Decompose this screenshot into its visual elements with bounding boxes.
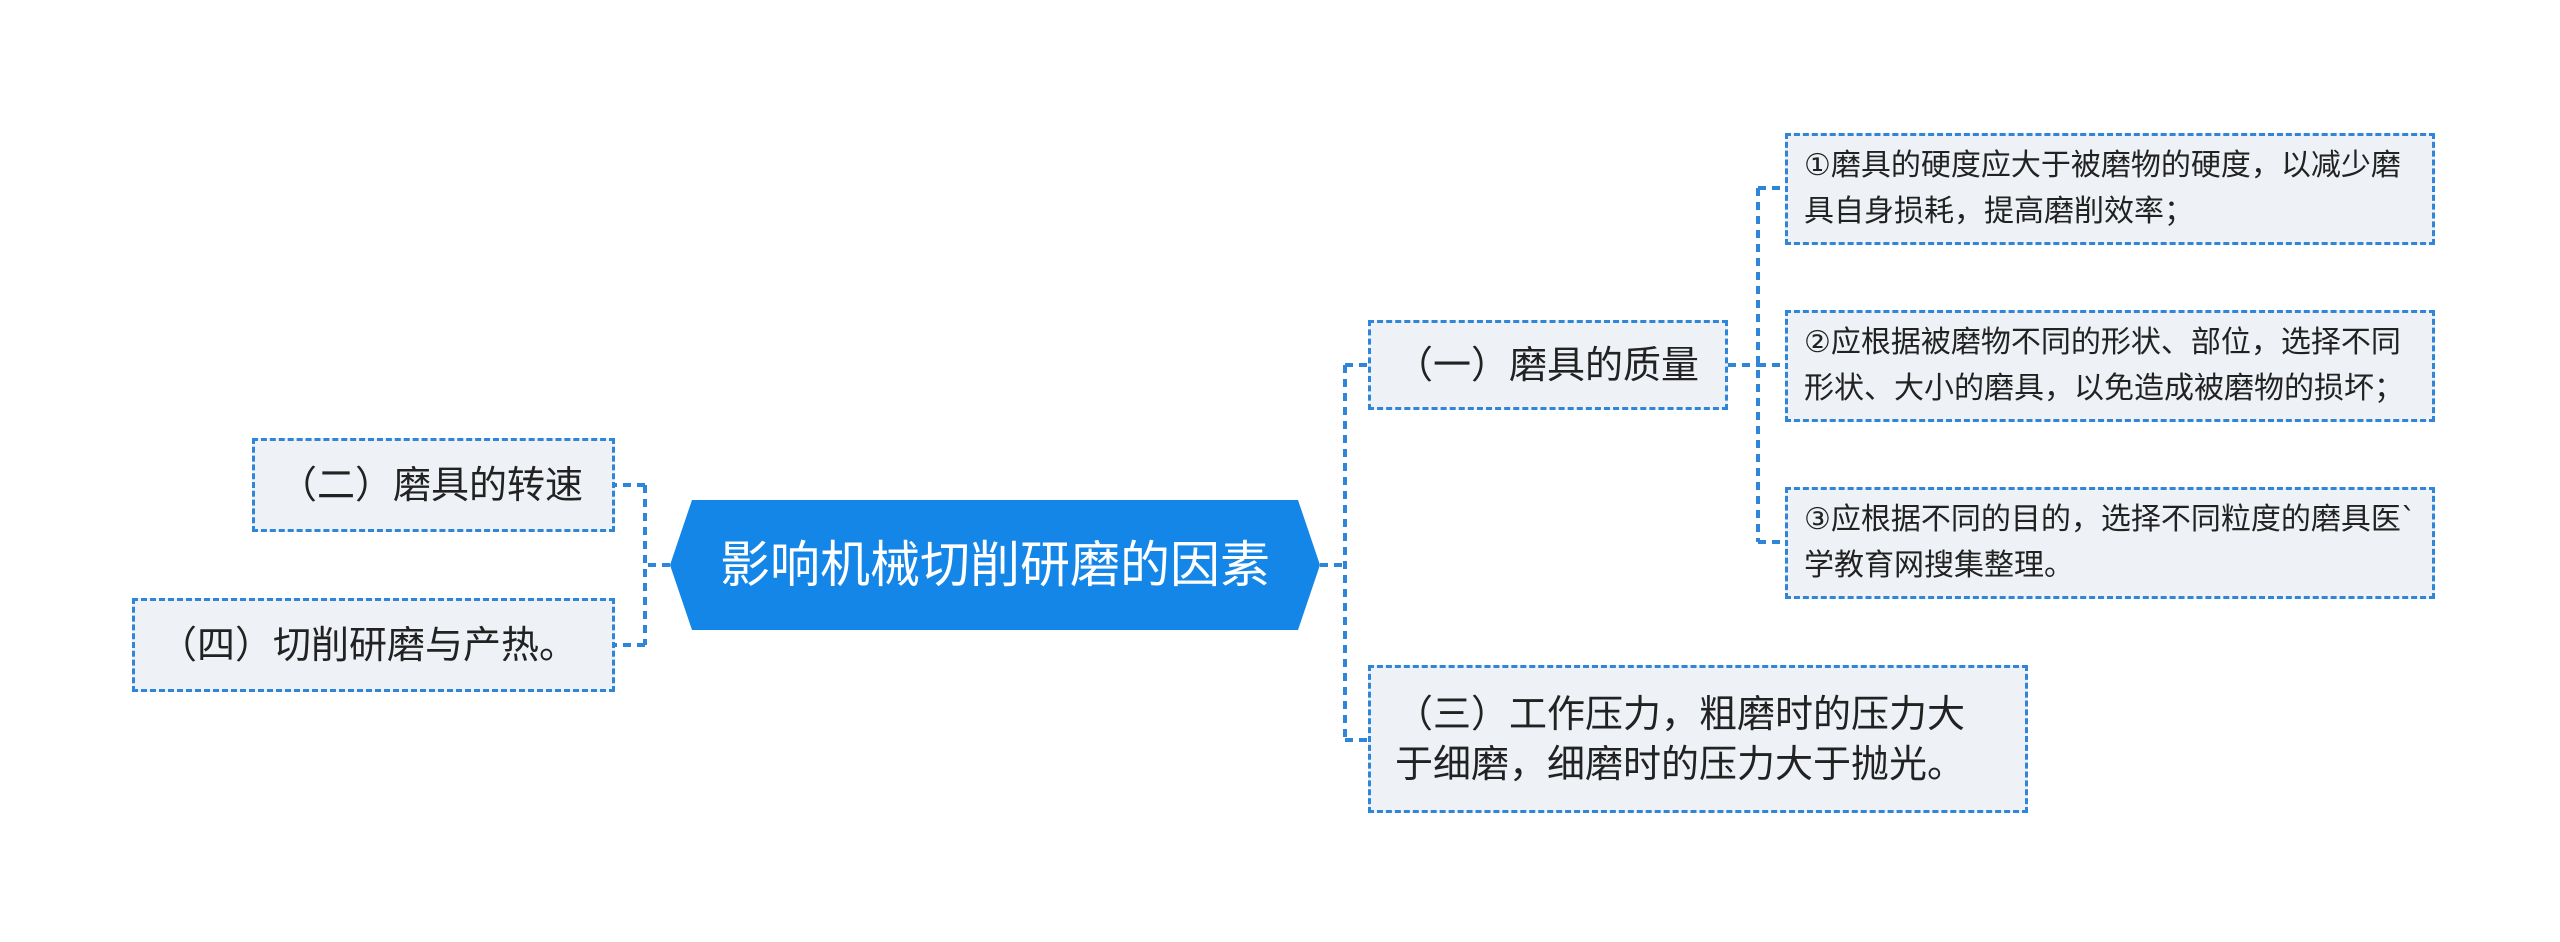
leaf-2-label: ②应根据被磨物不同的形状、部位，选择不同形状、大小的磨具，以免造成被磨物的损坏； [1804,325,2404,406]
branch-node-1[interactable]: （一）磨具的质量 [1368,320,1728,410]
branch-node-3[interactable]: （三）工作压力，粗磨时的压力大于细磨，细磨时的压力大于抛光。 [1368,665,2028,813]
branch-2-label: （二）磨具的转速 [279,463,584,507]
root-label: 影响机械切削研磨的因素 [720,536,1270,594]
branch-3-label: （三）工作压力，粗磨时的压力大于细磨，细磨时的压力大于抛光。 [1395,692,1966,786]
leaf-node-1[interactable]: ①磨具的硬度应大于被磨物的硬度，以减少磨具自身损耗，提高磨削效率； [1785,133,2435,245]
leaf-1-label: ①磨具的硬度应大于被磨物的硬度，以减少磨具自身损耗，提高磨削效率； [1804,148,2401,229]
root-node[interactable]: 影响机械切削研磨的因素 [670,500,1320,630]
branch-1-label: （一）磨具的质量 [1395,343,1700,387]
root-shape [670,500,1320,630]
leaf-node-2[interactable]: ②应根据被磨物不同的形状、部位，选择不同形状、大小的磨具，以免造成被磨物的损坏； [1785,310,2435,422]
branch-node-4[interactable]: （四）切削研磨与产热。 [132,598,615,692]
leaf-node-3[interactable]: ③应根据不同的目的，选择不同粒度的磨具医`学教育网搜集整理。 [1785,487,2435,599]
leaf-3-label: ③应根据不同的目的，选择不同粒度的磨具医`学教育网搜集整理。 [1804,502,2416,583]
branch-node-2[interactable]: （二）磨具的转速 [252,438,615,532]
branch-4-label: （四）切削研磨与产热。 [159,623,578,667]
